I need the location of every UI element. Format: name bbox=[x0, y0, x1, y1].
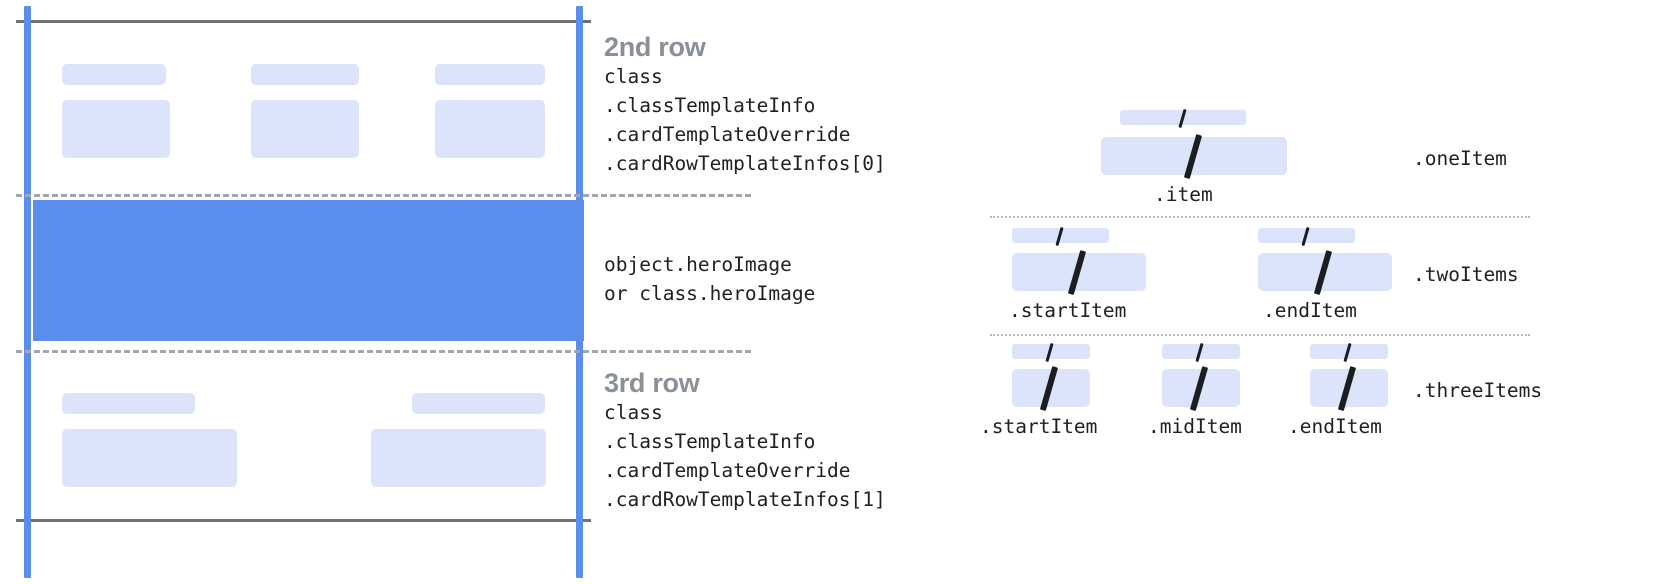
third-row-code-0: class bbox=[604, 401, 663, 424]
row3-col1-title bbox=[62, 393, 195, 414]
item-layout-divider-2 bbox=[990, 334, 1530, 336]
two-items-caption-1: .endItem bbox=[1263, 299, 1357, 322]
second-row-code-2: .cardTemplateOverride bbox=[604, 123, 851, 146]
card-left-rail bbox=[24, 6, 31, 578]
hero-image-annotation: object.heroImage or class.heroImage bbox=[604, 250, 815, 308]
three-items-caption-1: .midItem bbox=[1148, 415, 1242, 438]
row2-col3-title bbox=[435, 64, 545, 85]
second-row-code-3: .cardRowTemplateInfos[0] bbox=[604, 152, 886, 175]
hero-image-band bbox=[33, 200, 584, 341]
row2-col2-title bbox=[251, 64, 359, 85]
row2-col2-body bbox=[251, 100, 359, 158]
row3-col2-body bbox=[371, 429, 546, 487]
group-label-two-items: .twoItems bbox=[1413, 263, 1519, 286]
second-row-code-1: .classTemplateInfo bbox=[604, 94, 816, 117]
third-row-annotation: 3rd row class .classTemplateInfo .cardTe… bbox=[604, 368, 886, 514]
card-top-border bbox=[16, 20, 591, 23]
two-items-caption-0: .startItem bbox=[1009, 299, 1127, 322]
row2-col3-body bbox=[435, 100, 545, 158]
group-label-one-item: .oneItem bbox=[1413, 147, 1507, 170]
card-structure-panel bbox=[0, 0, 751, 584]
three-items-caption-0: .startItem bbox=[980, 415, 1098, 438]
third-row-code-1: .classTemplateInfo bbox=[604, 430, 816, 453]
second-row-annotation: 2nd row class .classTemplateInfo .cardTe… bbox=[604, 32, 886, 178]
row3-col2-title bbox=[412, 393, 545, 414]
group-label-three-items: .threeItems bbox=[1413, 379, 1543, 402]
third-row-heading: 3rd row bbox=[604, 368, 700, 398]
row2-col1-body bbox=[62, 100, 170, 158]
third-row-code-2: .cardTemplateOverride bbox=[604, 459, 851, 482]
third-row-code-3: .cardRowTemplateInfos[1] bbox=[604, 488, 886, 511]
second-row-code-0: class bbox=[604, 65, 663, 88]
three-items-caption-2: .endItem bbox=[1288, 415, 1382, 438]
second-row-heading: 2nd row bbox=[604, 32, 706, 62]
item-layout-panel: .item .oneItem .startItem .endItem .twoI… bbox=[980, 0, 1676, 584]
row-divider-upper bbox=[16, 194, 751, 197]
hero-code-0: object.heroImage bbox=[604, 253, 792, 276]
one-item-caption-0: .item bbox=[1154, 183, 1213, 206]
item-layout-divider-1 bbox=[990, 216, 1530, 218]
card-bottom-border bbox=[16, 519, 591, 522]
row-divider-lower bbox=[16, 350, 751, 353]
row2-col1-title bbox=[62, 64, 166, 85]
row3-col1-body bbox=[62, 429, 237, 487]
hero-code-1: or class.heroImage bbox=[604, 282, 816, 305]
